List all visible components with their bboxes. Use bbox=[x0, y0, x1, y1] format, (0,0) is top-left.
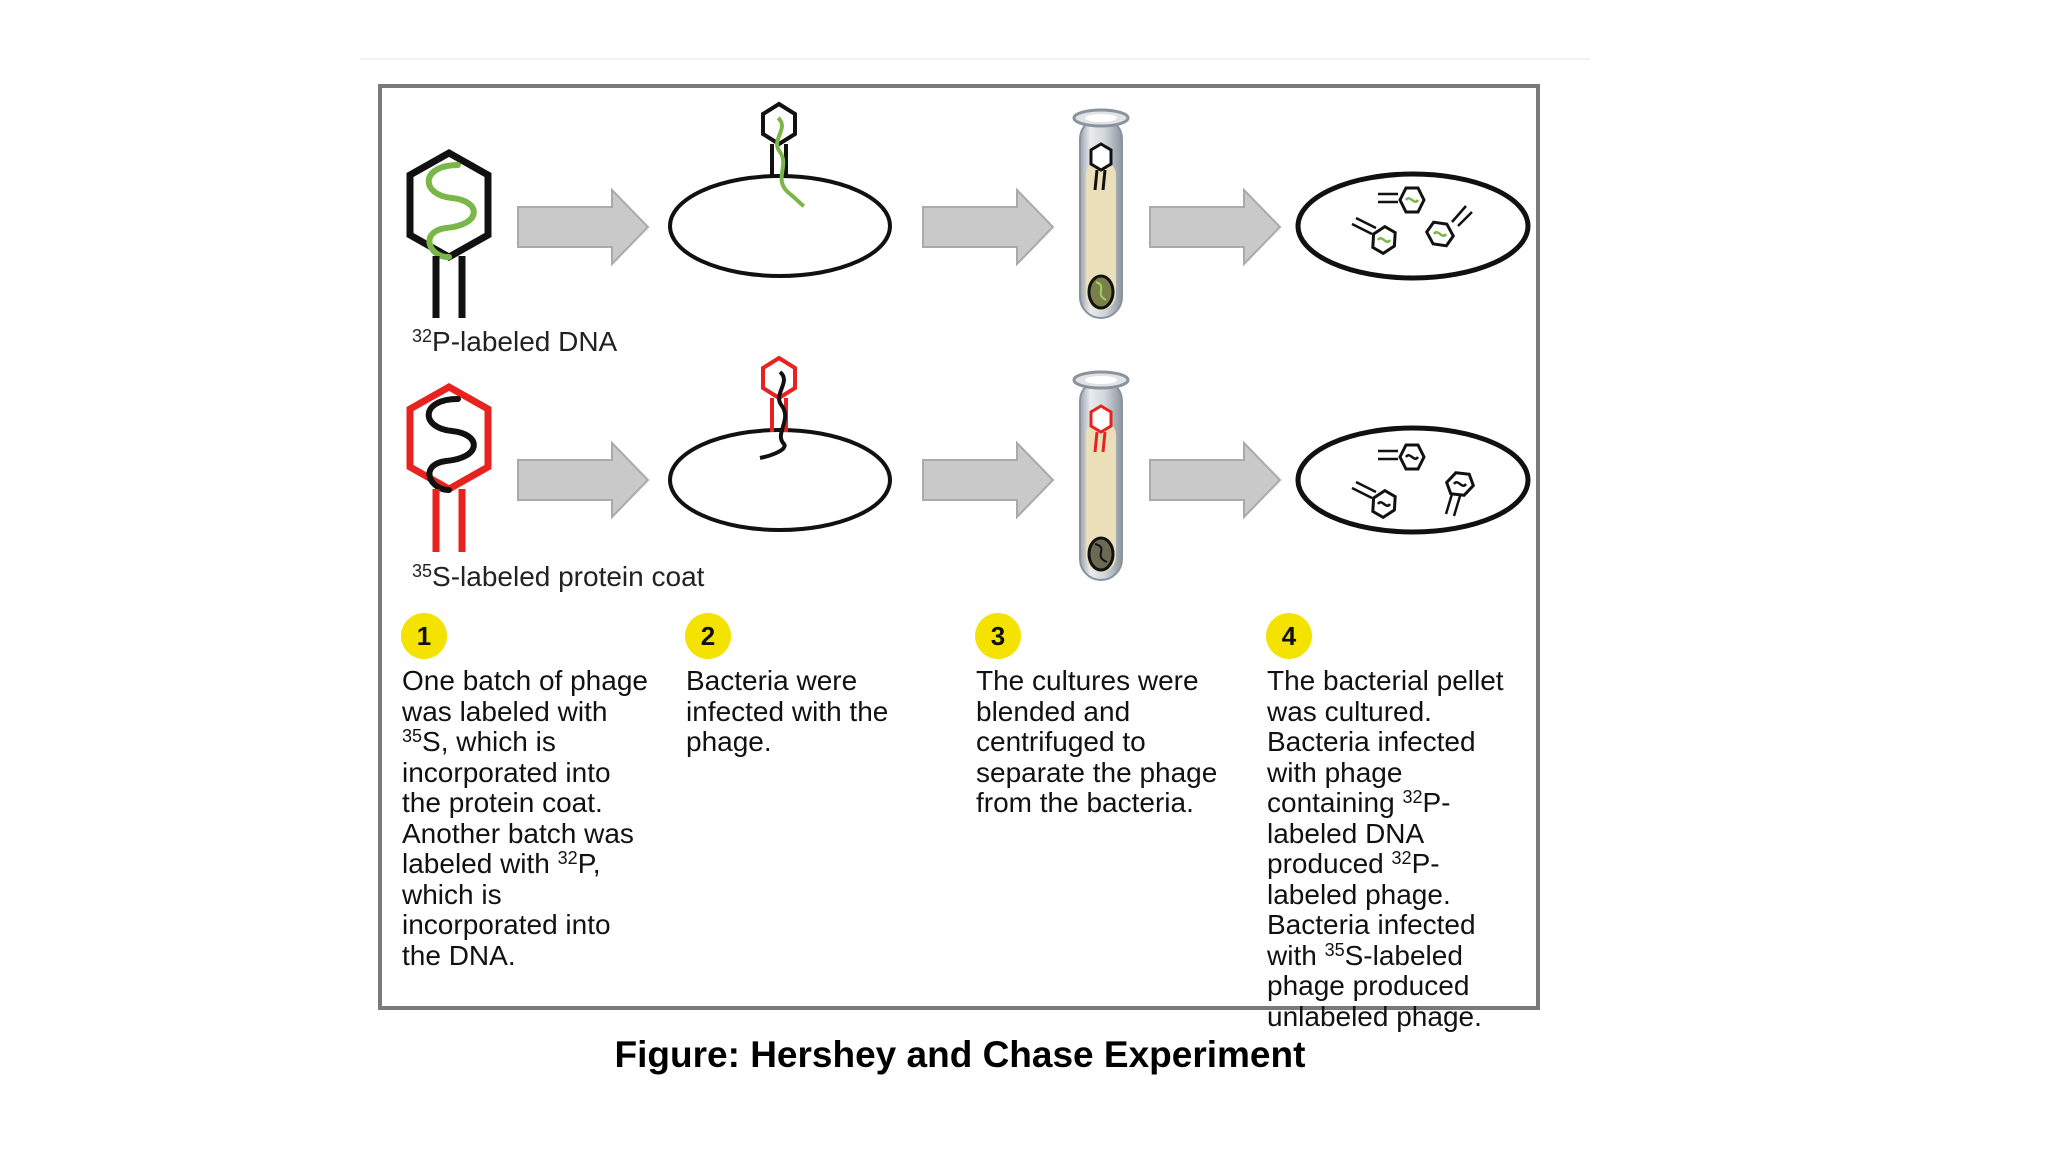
bacterium-infection-dna-icon bbox=[668, 101, 892, 278]
arrow-1a-icon bbox=[517, 187, 650, 267]
step-4-badge: 4 bbox=[1266, 613, 1312, 659]
phage-protein-labeled-icon bbox=[406, 382, 492, 552]
step-1-text: One batch of phage was labeled with 35S,… bbox=[402, 665, 648, 971]
bacterium-infection-protein-icon bbox=[668, 355, 892, 532]
centrifuge-tube-dna-icon bbox=[1072, 108, 1130, 319]
label-protein-coat: 35S-labeled protein coat bbox=[412, 561, 705, 592]
arrow-2a-icon bbox=[517, 440, 650, 520]
arrow-1c-icon bbox=[1149, 187, 1282, 267]
step-3-badge: 3 bbox=[975, 613, 1021, 659]
culture-dna-progeny-icon bbox=[1295, 171, 1531, 281]
arrow-2c-icon bbox=[1149, 440, 1282, 520]
step-2-badge: 2 bbox=[685, 613, 731, 659]
label-dna: 32P-labeled DNA bbox=[412, 326, 618, 357]
culture-protein-progeny-icon bbox=[1295, 425, 1531, 535]
step-3-text: The cultures were blended and centrifuge… bbox=[976, 665, 1218, 818]
arrow-2b-icon bbox=[922, 440, 1055, 520]
step-1-badge: 1 bbox=[401, 613, 447, 659]
step-4-text: The bacterial pellet was cultured. Bacte… bbox=[1267, 665, 1504, 1032]
figure-caption: Figure: Hershey and Chase Experiment bbox=[614, 1034, 1306, 1075]
arrow-1b-icon bbox=[922, 187, 1055, 267]
step-2-text: Bacteria were infected with the phage. bbox=[686, 665, 889, 757]
top-rule bbox=[360, 58, 1590, 60]
phage-dna-labeled-icon bbox=[406, 148, 492, 318]
centrifuge-tube-protein-icon bbox=[1072, 370, 1130, 581]
